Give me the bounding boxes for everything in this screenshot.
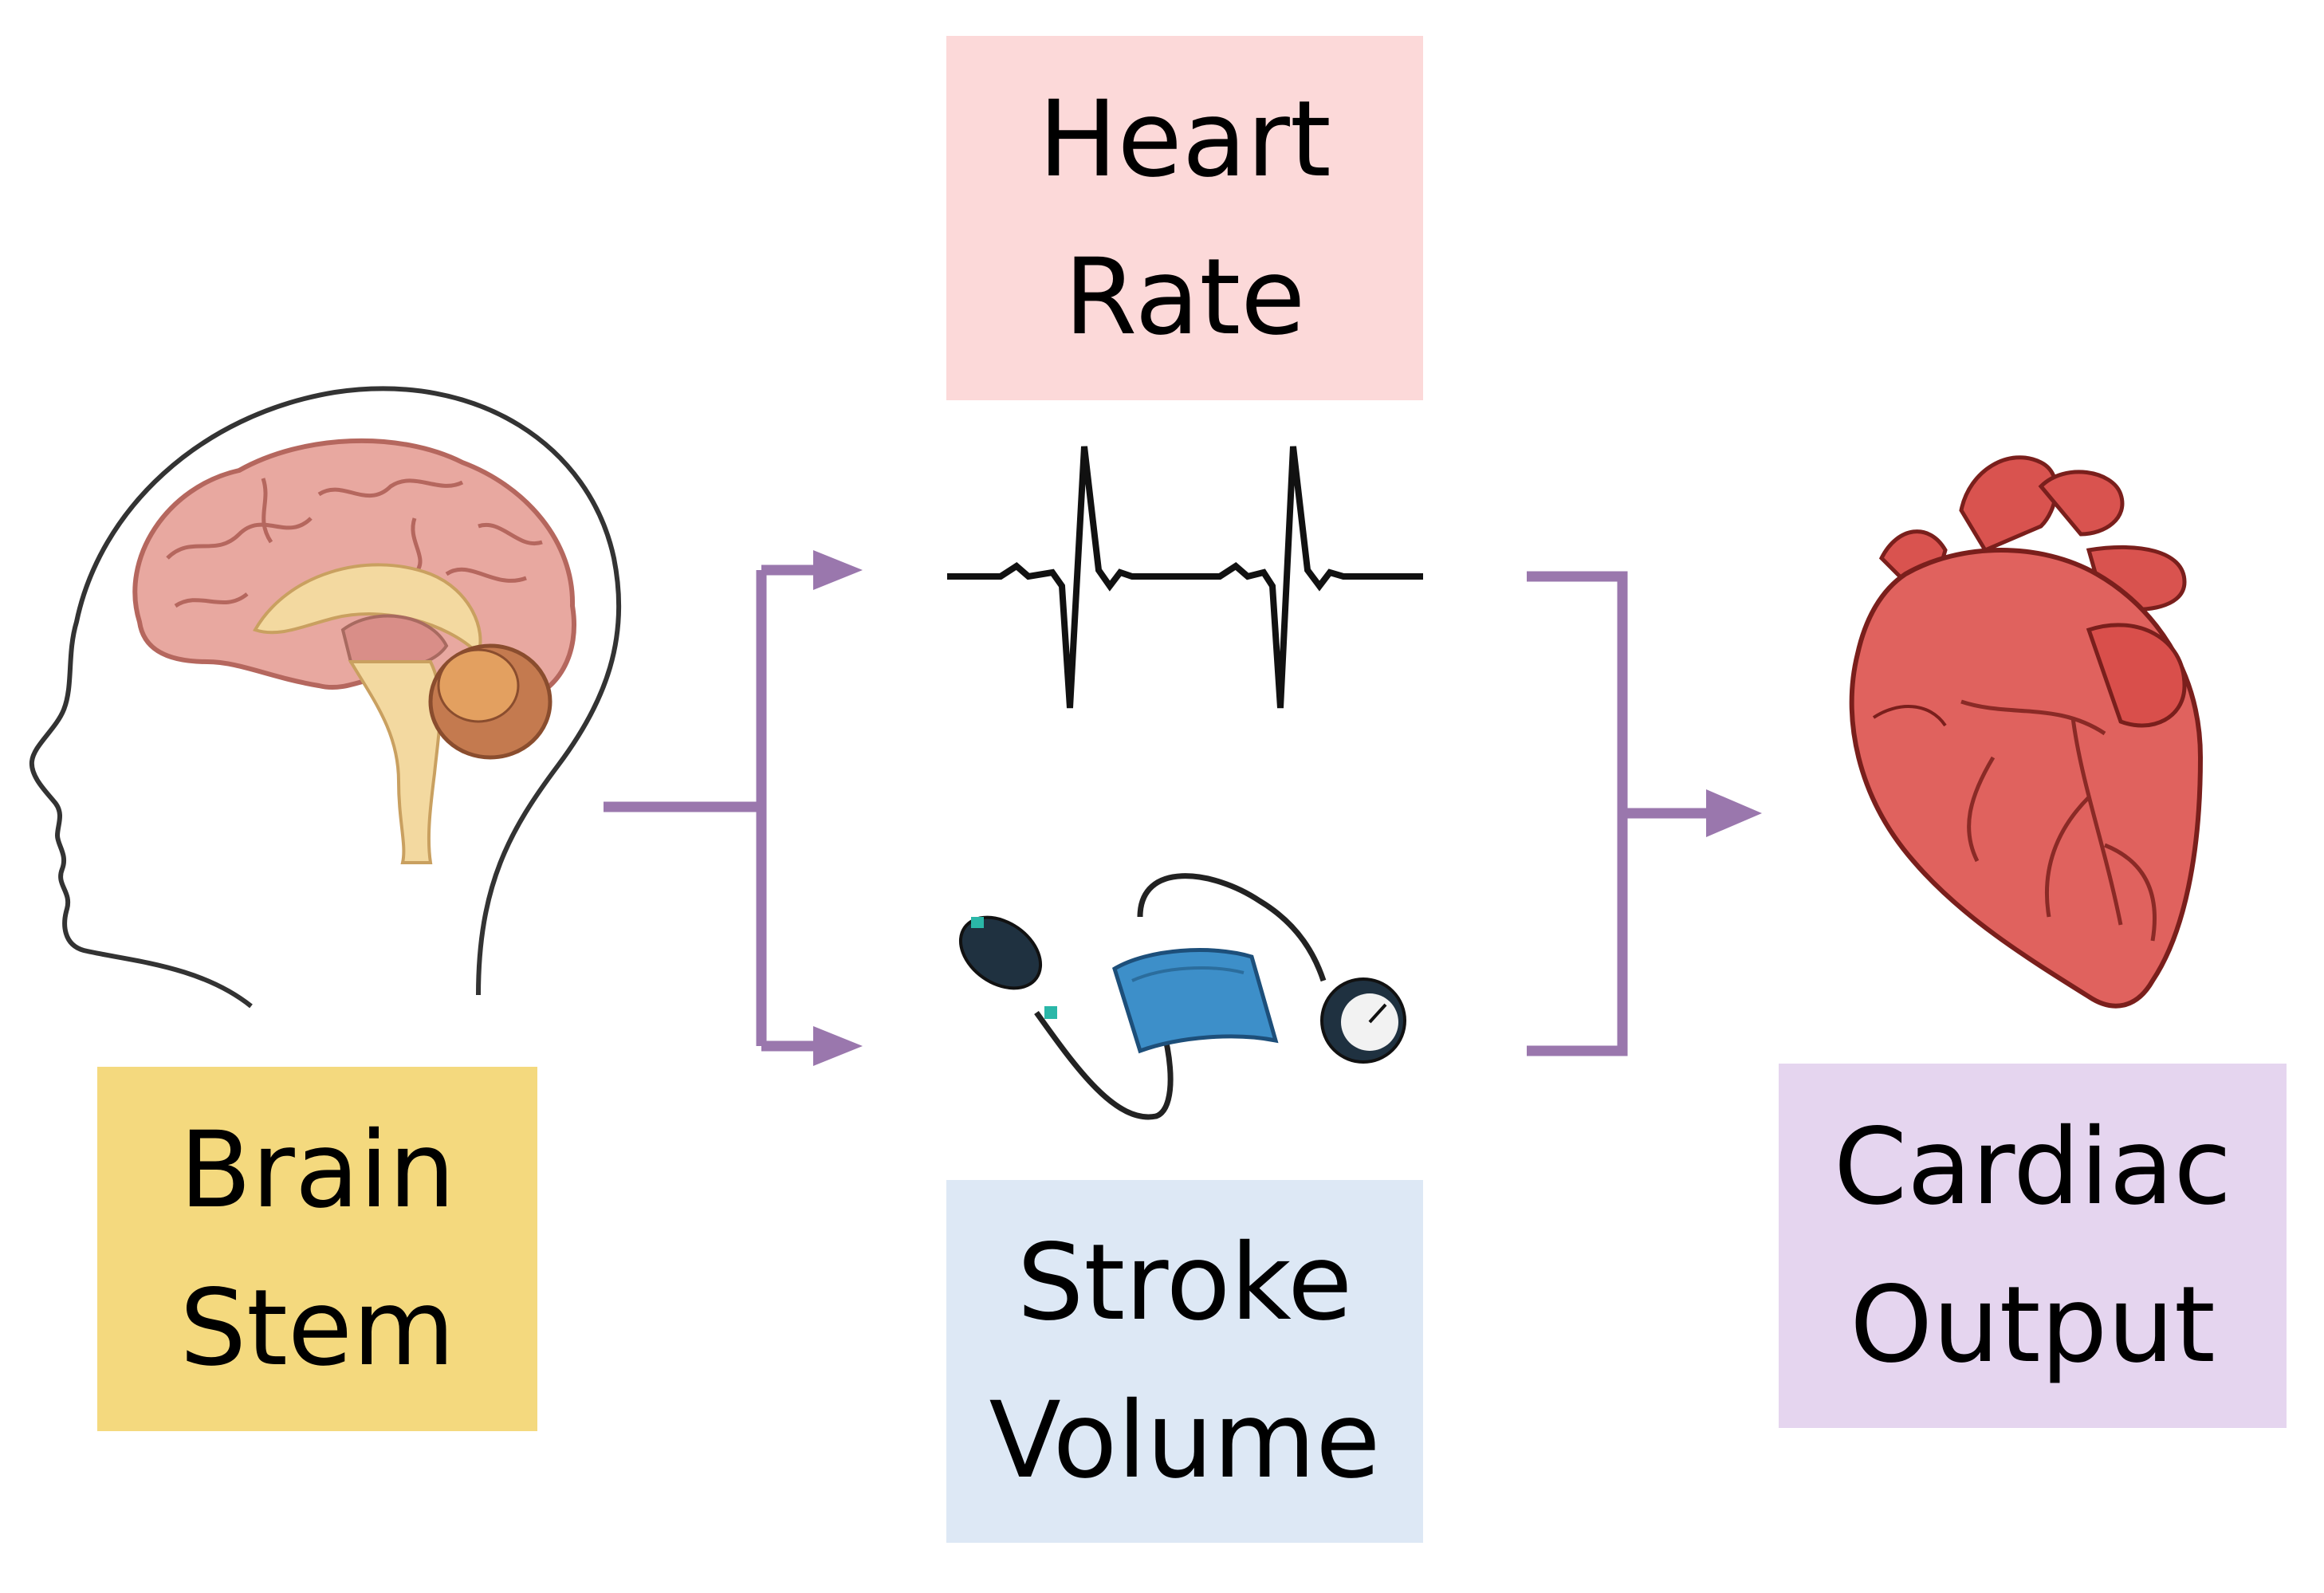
stroke-volume-label-line1: Stroke [1017, 1221, 1353, 1344]
cardiac-output-label-line1: Cardiac [1834, 1105, 2232, 1229]
stroke-volume-box: Stroke Volume [946, 1180, 1423, 1543]
cardiac-output-box: Cardiac Output [1779, 1064, 2287, 1428]
brain-stem-label-line2: Stem [179, 1266, 455, 1390]
coronary-vessels [1960, 699, 2157, 942]
heart-rate-box: Heart Rate [946, 36, 1423, 400]
anatomical-heart-icon [1849, 455, 2204, 1009]
stroke-volume-label-line2: Volume [989, 1379, 1381, 1502]
arrowheads [813, 550, 1762, 1066]
ecg-trace-icon [947, 446, 1423, 709]
brain-stem-box: Brain Stem [97, 1067, 537, 1431]
heart-body [1849, 548, 2204, 1009]
arrowhead-cardiac-output [1706, 789, 1762, 837]
heart-rate-label-line2: Rate [1064, 235, 1306, 359]
cardiac-output-label-line2: Output [1850, 1263, 2216, 1386]
pump-bulb [958, 915, 1043, 990]
heart-rate-label-line1: Heart [1038, 77, 1331, 201]
blood-pressure-cuff-icon [958, 873, 1406, 1120]
brain-stem-label-line1: Brain [179, 1108, 456, 1232]
head-outline [29, 386, 622, 1009]
merge-bracket [1527, 571, 1628, 1056]
arrows [604, 564, 1714, 1056]
arrowhead-heart-rate [813, 550, 863, 590]
brainstem [348, 660, 442, 864]
head-brain-icon [29, 386, 622, 1009]
cuff [1112, 948, 1279, 1054]
arrowhead-stroke-volume [813, 1026, 863, 1066]
brain-folds [166, 478, 543, 608]
